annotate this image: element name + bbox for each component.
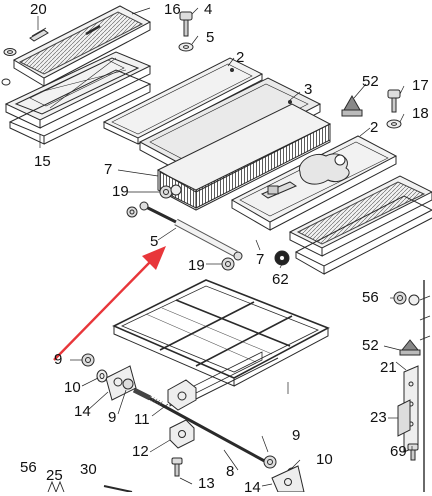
nut-9-left [81,353,95,367]
callout-52-right: 52 [362,337,379,354]
callout-5-strut: 5 [150,233,159,250]
rubber-bumper-right [399,339,421,356]
callout-2: 2 [236,49,245,66]
callout-7-lower: 7 [256,251,265,268]
callout-10-left: 10 [64,379,81,396]
grommet [274,250,290,266]
frame-tray-right [294,195,432,275]
callout-52: 52 [362,73,379,90]
pivot-block [167,379,197,411]
callout-21: 21 [380,359,397,376]
callout-8: 8 [226,463,235,480]
bracket-right [271,465,305,492]
shaft [132,387,271,466]
callout-56-right: 56 [362,289,379,306]
callout-16: 16 [164,1,181,18]
lattice-frame [112,279,330,407]
spring-25 [47,480,65,492]
red-pointer-arrow [53,246,166,361]
gas-strut [139,201,243,261]
callout-7: 7 [104,161,113,178]
louver-panel-right [288,175,432,257]
callout-20: 20 [30,1,47,18]
callout-14-right: 14 [244,479,261,496]
bolt-13 [171,457,183,477]
callout-9-mid: 9 [108,409,117,426]
callout-15: 15 [34,153,51,170]
side-panel-top [102,57,264,145]
rod-30 [103,485,133,492]
washer-18 [386,119,402,129]
bolt-17 [387,89,401,113]
nut-19-top [159,184,182,199]
washer-10-left [96,369,108,383]
washer-5-top [178,42,194,52]
nut-19-bottom [221,257,235,271]
rubber-bumper-top [341,94,363,117]
handle-clip [29,27,49,42]
nut-56-right [393,291,420,306]
callout-19-bottom: 19 [188,257,205,274]
callout-69: 69 [390,443,407,460]
frame-tray-left [4,51,152,129]
louver-panel-top-left [12,5,152,87]
callout-30: 30 [80,461,97,478]
callout-10-right: 10 [316,451,333,468]
callout-5: 5 [206,29,215,46]
bolt-4 [179,11,193,37]
washer-stack-left [1,48,17,86]
nut-9-right [263,455,277,469]
callout-3: 3 [304,81,313,98]
right-edge-rail [419,280,431,492]
clamp [169,419,195,449]
latch-assembly [260,181,298,199]
callout-56-bottom: 56 [20,459,37,476]
callout-11: 11 [134,411,150,428]
callout-23: 23 [370,409,387,426]
callout-4: 4 [204,1,213,18]
leader-lines [37,7,413,487]
bracket-left [105,365,137,401]
side-panel-right [230,135,398,231]
callout-17: 17 [412,77,429,94]
callout-18: 18 [412,105,429,122]
callout-13: 13 [198,475,215,492]
callout-25: 25 [46,467,63,484]
frame-tray-left-lower [8,69,152,145]
callout-62: 62 [272,271,289,288]
callout-19-top: 19 [112,183,129,200]
callout-12: 12 [132,443,149,460]
callout-14-left: 14 [74,403,91,420]
bolt-69 [407,443,419,461]
nut-left-small [126,206,138,218]
callout-9-left: 9 [54,351,63,368]
bracket-23 [397,399,411,437]
callout-2-right: 2 [370,119,379,136]
callout-9-right: 9 [292,427,301,444]
